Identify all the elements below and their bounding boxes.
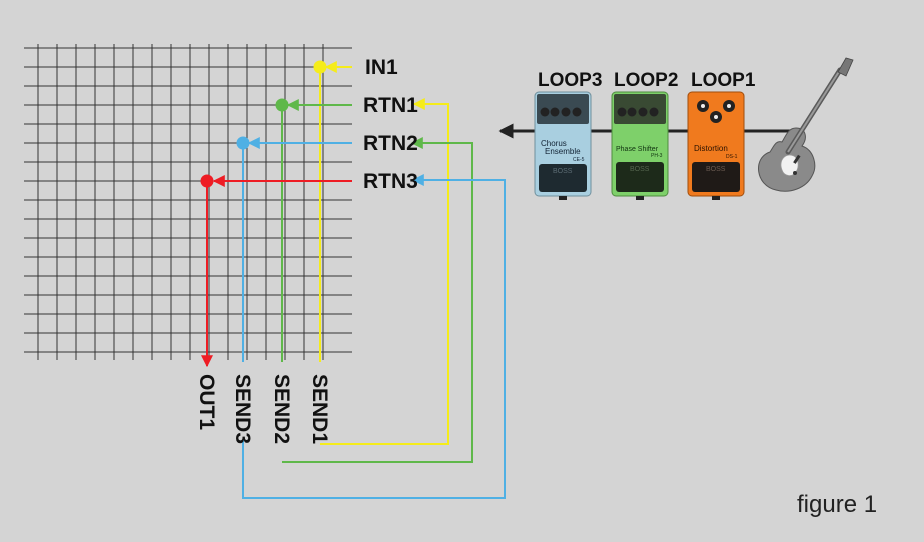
in1-junction-dot	[313, 60, 327, 74]
ph3-name: Phase Shifter	[616, 146, 659, 153]
rtn1-junction-dot	[275, 98, 289, 112]
electric-guitar-icon	[758, 57, 854, 192]
label-loop2: LOOP2	[614, 70, 678, 91]
ds1-pedal: Distortion DS-1 BOSS	[687, 91, 745, 200]
ce5-pedal: Chorus Ensemble CE-5 BOSS	[534, 91, 592, 200]
ce5-model: CE-5	[573, 157, 585, 163]
label-rtn2: RTN2	[363, 132, 418, 155]
ce5-name-line1: Chorus	[541, 139, 567, 148]
label-loop3: LOOP3	[538, 70, 602, 91]
label-send1: SEND1	[308, 374, 331, 444]
ds1-model: DS-1	[726, 154, 738, 160]
ph3-model: PH-3	[651, 153, 663, 159]
label-out1: OUT1	[195, 374, 218, 430]
rtn2-junction-dot	[236, 136, 250, 150]
ds1-brand: BOSS	[706, 166, 726, 173]
signal-lines	[201, 61, 506, 499]
label-in1: IN1	[365, 56, 398, 79]
send2-return-path	[282, 137, 473, 463]
label-loop1: LOOP1	[691, 70, 756, 91]
label-rtn3: RTN3	[363, 170, 418, 193]
figure-caption: figure 1	[797, 491, 877, 518]
ph3-brand: BOSS	[630, 166, 650, 173]
ph3-pedal: Phase Shifter PH-3 BOSS	[611, 91, 669, 200]
label-send3: SEND3	[231, 374, 254, 444]
switch-matrix-grid	[24, 44, 352, 360]
rtn3-junction-dot	[200, 174, 214, 188]
send3-return-path	[242, 174, 506, 499]
ce5-name-line2: Ensemble	[545, 147, 581, 156]
label-rtn1: RTN1	[363, 94, 418, 117]
label-send2: SEND2	[270, 374, 293, 444]
send1-return-path	[320, 98, 449, 445]
ds1-name: Distortion	[694, 144, 728, 153]
ce5-brand: BOSS	[553, 168, 573, 175]
